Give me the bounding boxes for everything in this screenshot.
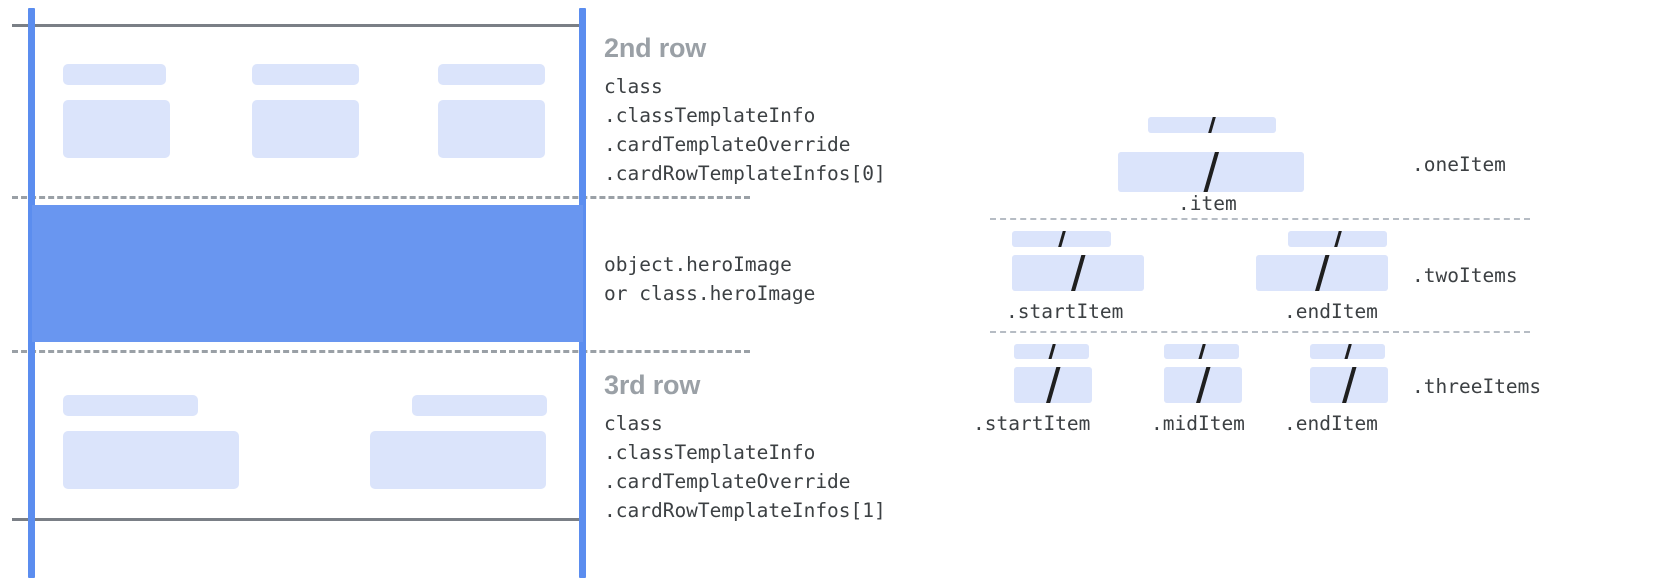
slash-icon xyxy=(1207,117,1217,133)
second-row-title: 2nd row xyxy=(604,33,707,63)
card-top-rule xyxy=(12,24,582,27)
one-item-label-bar xyxy=(1148,117,1276,133)
one-item-body-bar xyxy=(1118,152,1304,192)
third-row-title: 3rd row xyxy=(604,370,701,400)
three-items-start-body-bar xyxy=(1014,367,1092,403)
row3-col1-label-chip xyxy=(63,395,198,416)
three-items-mid-label-bar xyxy=(1164,344,1239,359)
slash-icon xyxy=(1203,152,1219,192)
two-items-end-label-bar xyxy=(1288,231,1387,247)
hero-image-block xyxy=(32,205,583,342)
slash-icon xyxy=(1045,367,1061,403)
three-items-start-label-bar xyxy=(1014,344,1089,359)
slash-icon xyxy=(1343,344,1352,359)
row2-col3-body-chip xyxy=(438,100,545,158)
slash-icon xyxy=(1047,344,1056,359)
left-card-mock xyxy=(0,0,750,584)
three-items-mid-slot-label: .midItem xyxy=(1151,412,1245,435)
three-items-end-slot-label: .endItem xyxy=(1284,412,1378,435)
hero-row-code: object.heroImage or class.heroImage xyxy=(604,253,816,305)
row3-col2-body-chip xyxy=(370,431,546,489)
two-items-start-body-bar xyxy=(1012,255,1144,291)
row2-col2-label-chip xyxy=(252,64,359,85)
row2-col3-label-chip xyxy=(438,64,545,85)
three-items-mid-body-bar xyxy=(1164,367,1242,403)
two-items-end-body-bar xyxy=(1256,255,1388,291)
three-items-end-label-bar xyxy=(1310,344,1385,359)
card-bottom-rule xyxy=(12,518,582,521)
two-items-group-label: .twoItems xyxy=(1412,264,1518,287)
slash-icon xyxy=(1341,367,1357,403)
one-item-group-label: .oneItem xyxy=(1412,153,1506,176)
row3-col2-label-chip xyxy=(412,395,547,416)
three-items-start-slot-label: .startItem xyxy=(973,412,1091,435)
slash-icon xyxy=(1333,231,1342,247)
group-separator-one-two xyxy=(990,218,1530,220)
slash-icon xyxy=(1195,367,1211,403)
third-row-code: class .classTemplateInfo .cardTemplateOv… xyxy=(604,412,886,522)
second-row-code: class .classTemplateInfo .cardTemplateOv… xyxy=(604,75,886,185)
two-items-end-slot-label: .endItem xyxy=(1284,300,1378,323)
row2-col2-body-chip xyxy=(252,100,359,158)
slash-icon xyxy=(1057,231,1066,247)
row-separator-bottom xyxy=(12,350,750,353)
one-item-slot-label: .item xyxy=(1178,192,1237,215)
group-separator-two-three xyxy=(990,331,1530,333)
row2-col1-label-chip xyxy=(63,64,166,85)
three-items-end-body-bar xyxy=(1310,367,1388,403)
row3-col1-body-chip xyxy=(63,431,239,489)
three-items-group-label: .threeItems xyxy=(1412,375,1542,398)
two-items-start-label-bar xyxy=(1012,231,1111,247)
card-left-guide xyxy=(28,8,35,578)
row2-col1-body-chip xyxy=(63,100,170,158)
row-separator-top xyxy=(12,196,750,199)
slash-icon xyxy=(1197,344,1206,359)
two-items-start-slot-label: .startItem xyxy=(1006,300,1124,323)
slash-icon xyxy=(1070,255,1086,291)
slash-icon xyxy=(1314,255,1330,291)
